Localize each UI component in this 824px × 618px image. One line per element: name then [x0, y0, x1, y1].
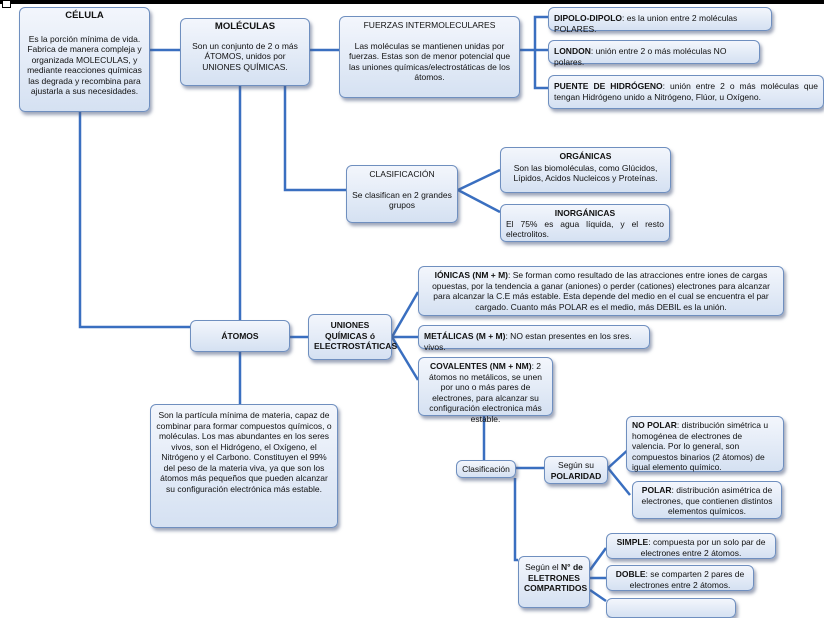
window-corner-box — [2, 0, 11, 8]
puente-box: PUENTE DE HIDRÓGENO: unión entre 2 o más… — [548, 75, 824, 109]
dipolo-title: DIPOLO-DIPOLO — [554, 13, 622, 23]
polar-text: : distribución asimétrica de electrones,… — [641, 485, 773, 516]
moleculas-box: MOLÉCULAS Son un conjunto de 2 o más ÁTO… — [180, 18, 310, 86]
polaridad-title: POLARIDAD — [550, 470, 602, 481]
nopolar-text: : distribución simétrica u homogénea de … — [632, 420, 769, 472]
inorganicas-text: El 75% es agua líquida, y el resto elect… — [506, 218, 664, 240]
ionicas-title: IÓNICAS (NM + M) — [434, 270, 509, 280]
doble-text: : se comparten 2 pares de electrones ent… — [629, 569, 745, 590]
line-electrones-simple — [588, 547, 608, 571]
top-border — [0, 0, 824, 4]
inorganicas-title: INORGÁNICAS — [554, 208, 616, 218]
fuerzas-box: FUERZAS INTERMOLECULARES Las moléculas s… — [339, 16, 520, 98]
london-text: : unión entre 2 o más moléculas NO polar… — [554, 46, 727, 67]
nopolar-title: NO POLAR — [632, 420, 677, 430]
line-uniones-ionicas — [390, 291, 420, 338]
clasificacion-box: CLASIFICACIÓN Se clasifican en 2 grandes… — [346, 165, 458, 223]
polaridad-prefix: Según su — [558, 460, 594, 470]
line-celula-atomos — [78, 112, 190, 329]
polaridad-box: Según su POLARIDAD — [544, 456, 608, 484]
atomos-box: ÁTOMOS — [190, 320, 290, 352]
metalicas-text: : NO estan presentes en los sres. vivos. — [424, 331, 632, 352]
covalentes-text: : 2 átomos no metálicos, se unen por uno… — [429, 361, 542, 424]
simple-title: SIMPLE — [616, 537, 649, 547]
doble-box: DOBLE: se comparten 2 pares de electrone… — [606, 565, 754, 591]
london-box: LONDON: unión entre 2 o más moléculas NO… — [548, 40, 760, 67]
metalicas-title: METÁLICAS (M + M) — [424, 331, 506, 341]
inorganicas-box: INORGÁNICAS El 75% es agua líquida, y el… — [500, 204, 670, 242]
dipolo-box: DIPOLO-DIPOLO: es la union entre 2 moléc… — [548, 7, 772, 34]
london-title: LONDON — [554, 46, 591, 56]
organicas-box: ORGÁNICAS Son las biomoléculas, como Glú… — [500, 147, 671, 193]
atomos-desc-box: Son la partícula mínima de materia, capa… — [150, 404, 338, 528]
clasificacion-text: Se clasifican en 2 grandes grupos — [352, 189, 452, 211]
line-fuerzas-dipolo — [520, 15, 548, 52]
line-clasificacion-organicas — [457, 168, 501, 192]
moleculas-title: MOLÉCULAS — [214, 21, 276, 32]
line-uniones-covalentes — [390, 336, 420, 381]
electrones-box: Según el N° de ELETRONES COMPARTIDOS — [518, 556, 590, 608]
polar-box: POLAR: distribución asimétrica de electr… — [632, 481, 782, 519]
ionicas-text: : Se forman como resultado de las atracc… — [432, 270, 770, 312]
line-clasificacion-inorganicas — [457, 188, 501, 214]
clasificacion-title: CLASIFICACIÓN — [369, 169, 435, 179]
fuerzas-title: FUERZAS INTERMOLECULARES — [363, 20, 496, 30]
line-electrones-more — [589, 588, 607, 603]
doble-title: DOBLE — [615, 569, 646, 579]
line-clasif-electrones — [513, 478, 518, 562]
nopolar-box: NO POLAR: distribución simétrica u homog… — [626, 416, 784, 472]
puente-text: : unión entre 2 o más moléculas que teng… — [554, 81, 818, 102]
simple-box: SIMPLE: compuesta por un solo par de ele… — [606, 533, 776, 559]
clasificacion2-title: Clasificación — [462, 464, 510, 474]
polar-title: POLAR — [641, 485, 672, 495]
uniones-box: UNIONES QUÍMICAS ó ELECTROSTÁTICAS — [308, 314, 397, 360]
dipolo-text: : es la union entre 2 moléculas POLARES. — [554, 13, 738, 34]
atomos-text: Son la partícula mínima de materia, capa… — [156, 410, 332, 494]
metalicas-box: METÁLICAS (M + M): NO estan presentes en… — [418, 325, 650, 352]
uniones-title: UNIONES QUÍMICAS ó ELECTROSTÁTICAS — [314, 320, 398, 351]
line-fuerzas-puente — [533, 50, 548, 90]
atomos-title: ÁTOMOS — [221, 331, 259, 341]
puente-title: PUENTE DE HIDRÓGENO — [554, 81, 663, 91]
moleculas-text: Son un conjunto de 2 o más ÁTOMOS, unido… — [192, 40, 298, 72]
celula-text: Es la porción mínima de vida. Fabrica de… — [27, 33, 142, 97]
electrones-prefix: Según el — [525, 562, 559, 572]
electrones-title: N° de ELETRONES COMPARTIDOS — [524, 562, 588, 593]
celula-box: CÉLULA Es la porción mínima de vida. Fab… — [19, 7, 150, 112]
clasificacion2-box: Clasificación — [456, 460, 516, 478]
line-polaridad-polar — [607, 467, 631, 496]
organicas-title: ORGÁNICAS — [559, 151, 612, 161]
fuerzas-text: Las moléculas se mantienen unidas por fu… — [348, 40, 511, 83]
organicas-text: Son las biomoléculas, como Glúcidos, Líp… — [513, 162, 658, 184]
line-moleculas-clasificacion — [283, 85, 346, 192]
covalentes-title: COVALENTES (NM + NM) — [429, 361, 532, 371]
simple-text: : compuesta por un solo par de electrone… — [640, 537, 766, 558]
ionicas-box: IÓNICAS (NM + M): Se forman como resulta… — [418, 266, 784, 316]
celula-title: CÉLULA — [65, 10, 104, 21]
partial-bond-box — [606, 598, 736, 618]
covalentes-box: COVALENTES (NM + NM): 2 átomos no metáli… — [418, 357, 553, 424]
connector-lines — [78, 15, 631, 603]
